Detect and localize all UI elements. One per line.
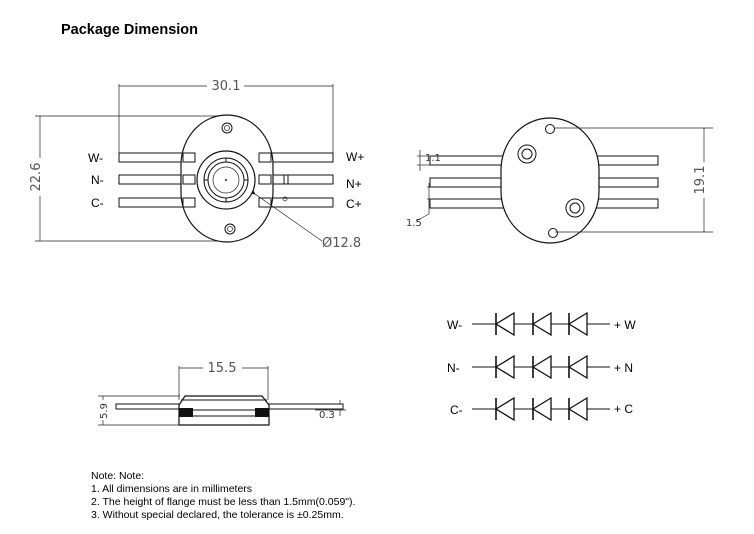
diode-symbol bbox=[494, 396, 515, 422]
side-view: 15.5 5.9 0.3 bbox=[98, 361, 346, 426]
pin-label-c-minus: C- bbox=[91, 196, 104, 210]
notes: Note: Note: 1. All dimensions are in mil… bbox=[91, 470, 355, 522]
diode-symbol bbox=[567, 354, 588, 380]
back-pad-1 bbox=[517, 144, 537, 164]
back-pad-2 bbox=[565, 198, 585, 218]
schematic-label-n-minus: N- bbox=[447, 361, 460, 375]
back-view: 1.1 1.5 19.1 bbox=[406, 117, 713, 244]
back-height-label: 19.1 bbox=[693, 166, 708, 195]
back-lead-2 bbox=[429, 177, 506, 188]
lens-diameter-label: Ø12.8 bbox=[322, 236, 361, 251]
lead-thickness-label: 0.3 bbox=[319, 410, 335, 421]
top-width-label: 30.1 bbox=[212, 79, 241, 94]
note-3: 3. Without special declared, the toleran… bbox=[91, 509, 344, 521]
pin-pitch-label: 1.5 bbox=[406, 218, 422, 229]
schematic-label-w-minus: W- bbox=[447, 318, 462, 332]
schematic-row-n bbox=[472, 354, 610, 380]
back-lead-1 bbox=[429, 155, 506, 166]
mount-hole-top bbox=[221, 122, 233, 134]
mount-hole-bottom bbox=[224, 223, 236, 235]
top-height-label: 22.6 bbox=[29, 163, 44, 192]
lead-w-plus bbox=[262, 152, 334, 163]
lead-c-minus bbox=[118, 197, 190, 208]
note-1: 1. All dimensions are in millimeters bbox=[91, 483, 253, 495]
top-view: 30.1 22.6 bbox=[29, 79, 364, 251]
back-lead-5 bbox=[589, 177, 659, 188]
pin-width-label: 1.1 bbox=[425, 153, 441, 164]
lead-n-minus bbox=[118, 174, 190, 185]
led-schematic: W- + W N- + N C- + C bbox=[447, 311, 636, 422]
diode-symbol bbox=[531, 354, 552, 380]
note-2: 2. The height of flange must be less tha… bbox=[91, 496, 356, 508]
side-width-label: 15.5 bbox=[208, 361, 237, 376]
diode-symbol bbox=[494, 311, 515, 337]
diode-symbol bbox=[567, 396, 588, 422]
lead-c-plus bbox=[262, 197, 334, 208]
pin-label-n-plus: N+ bbox=[346, 177, 362, 191]
diode-symbol bbox=[531, 311, 552, 337]
pin-label-w-plus: W+ bbox=[346, 150, 364, 164]
notes-heading: Note: Note: bbox=[91, 470, 145, 482]
diode-symbol bbox=[531, 396, 552, 422]
schematic-label-c-minus: C- bbox=[450, 403, 463, 417]
pin-label-n-minus: N- bbox=[91, 173, 104, 187]
pin-label-c-plus: C+ bbox=[346, 197, 362, 211]
back-lead-3 bbox=[429, 198, 506, 209]
lead-w-minus bbox=[118, 152, 190, 163]
back-body bbox=[500, 117, 600, 244]
schematic-label-w-plus: + W bbox=[614, 318, 636, 332]
page-title: Package Dimension bbox=[61, 22, 198, 38]
schematic-label-c-plus: + C bbox=[614, 402, 633, 416]
back-lead-4 bbox=[589, 155, 659, 166]
side-height-label: 5.9 bbox=[99, 403, 110, 419]
schematic-label-n-plus: + N bbox=[614, 361, 633, 375]
back-lead-6 bbox=[589, 198, 659, 209]
diode-symbol bbox=[567, 311, 588, 337]
diode-symbol bbox=[494, 354, 515, 380]
pin-label-w-minus: W- bbox=[88, 151, 103, 165]
schematic-row-c bbox=[472, 396, 610, 422]
polarity-mark bbox=[283, 174, 289, 185]
schematic-row-w bbox=[472, 311, 610, 337]
